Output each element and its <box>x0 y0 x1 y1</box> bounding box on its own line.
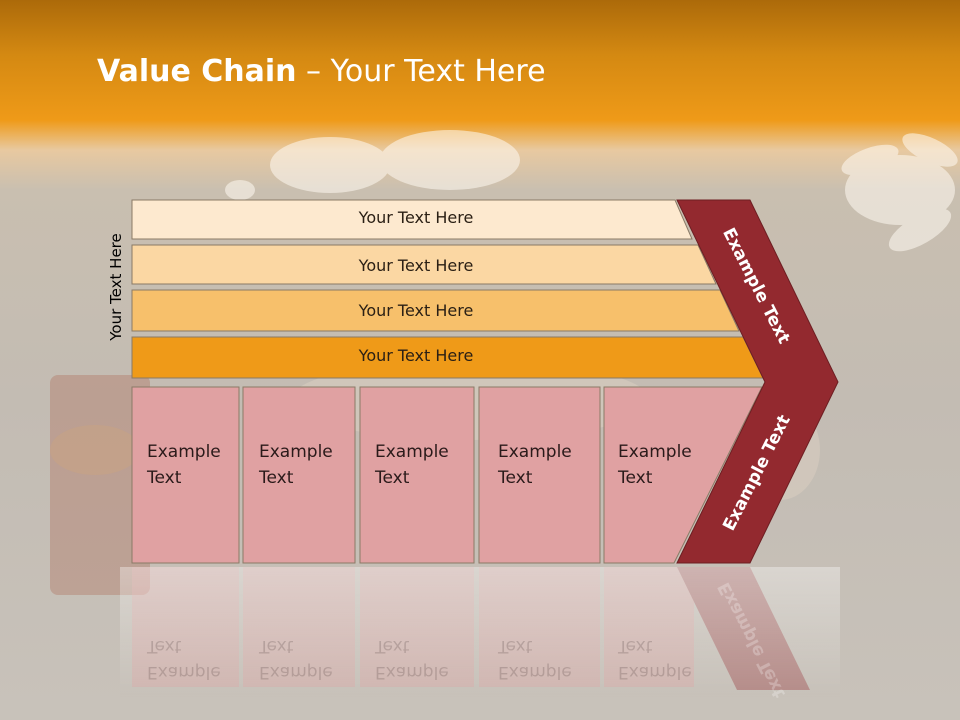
title-rest: – Your Text Here <box>296 54 546 89</box>
activity-cell-3[interactable] <box>359 386 475 564</box>
title-bold: Value Chain <box>97 54 297 89</box>
activity-cell-5[interactable] <box>603 386 763 564</box>
slide-title: Value Chain – Your Text Here <box>97 54 546 89</box>
band-2-text: Your Text Here <box>358 256 474 275</box>
band-2[interactable] <box>131 244 717 285</box>
activity-cell-1[interactable] <box>131 386 240 564</box>
band-1-text: Your Text Here <box>358 208 474 227</box>
activity-cell-4[interactable] <box>478 386 601 564</box>
value-chain-chevron[interactable] <box>676 199 839 564</box>
band-4-text: Your Text Here <box>358 346 474 365</box>
band-3-text: Your Text Here <box>358 301 474 320</box>
band-3[interactable] <box>131 289 740 332</box>
band-1[interactable] <box>131 199 693 240</box>
activity-cell-2[interactable] <box>242 386 356 564</box>
reflection-fade <box>120 567 840 697</box>
